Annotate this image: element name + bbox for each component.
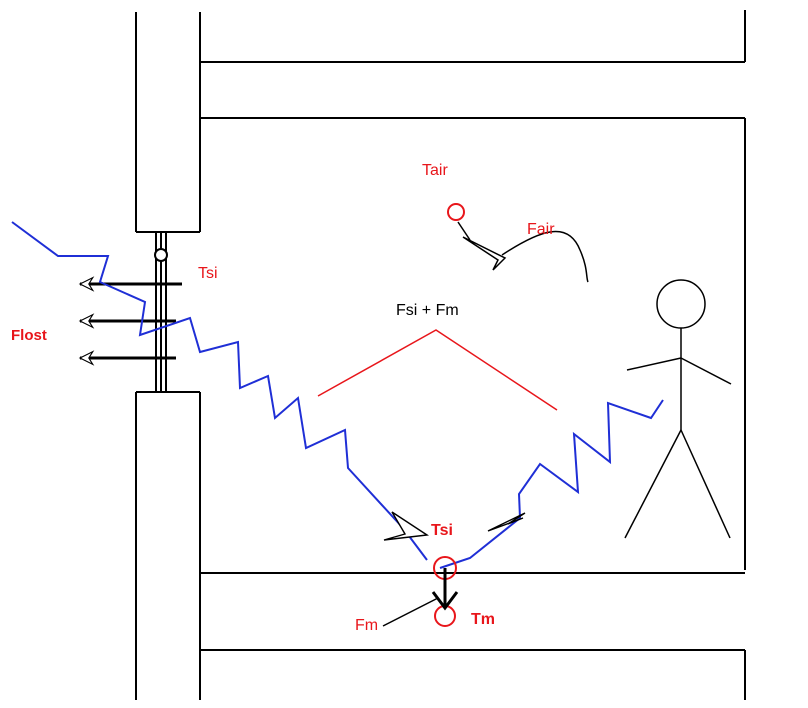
left-radiation-arrowhead [383,511,429,541]
fm-arrow-head [431,591,459,611]
right-radiation-arrowhead [487,512,526,532]
fair-arrowhead [462,236,507,271]
fm-label: Fm [355,617,378,634]
tsi-floor-label: Tsi [431,522,453,539]
person-radiation-line [439,399,664,569]
tair-node [447,203,465,221]
person-right-leg [680,429,731,539]
window-glazing [154,232,168,392]
person-right-arm [680,357,732,385]
tair-connector [457,221,471,241]
tm-label: Tm [471,611,495,628]
person-head [656,279,706,329]
fm-leader-line [382,597,439,627]
tair-label: Tair [422,162,448,179]
tsi-window-label: Tsi [198,265,218,282]
person-left-leg [624,429,682,539]
fair-curve [501,230,589,283]
fsi-fm-chevron [317,329,558,411]
building-structure [135,10,746,700]
flost-label: Flost [11,327,47,344]
outside-radiation-line [11,221,428,561]
person-figure [624,279,732,539]
fsi-fm-label: Fsi + Fm [396,302,459,319]
fair-label: Fair [527,221,555,238]
window-sensor-circle [154,248,168,262]
flost-arrows [78,276,182,366]
blue-line-arrowheads [383,511,526,541]
person-left-arm [626,357,682,371]
